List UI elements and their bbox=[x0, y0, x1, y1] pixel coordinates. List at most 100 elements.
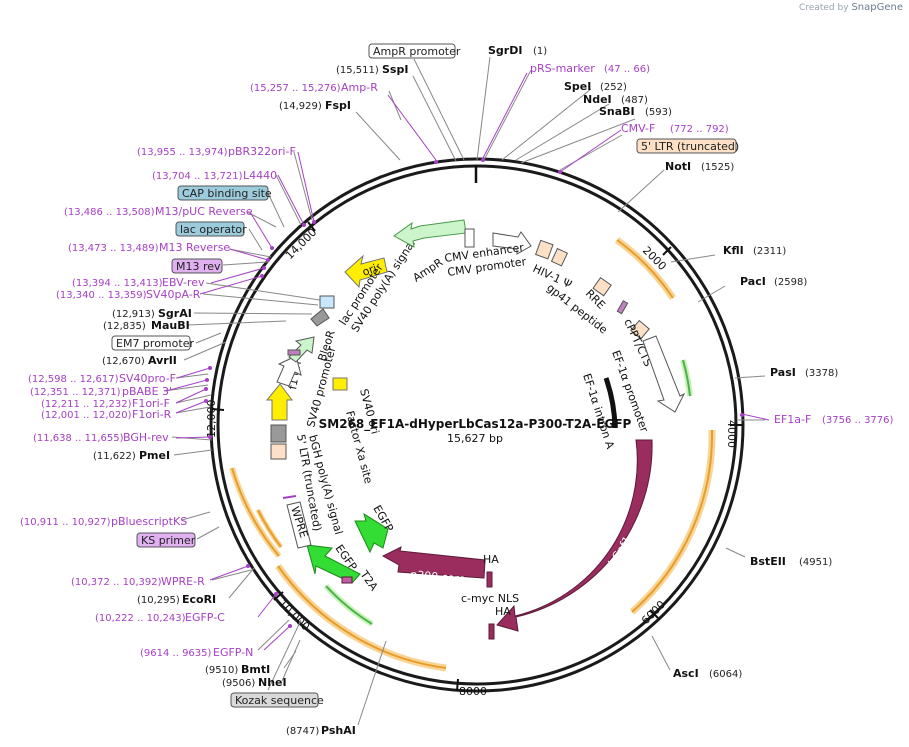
site-noti[interactable]: NotI bbox=[665, 160, 691, 173]
lac-feature[interactable] bbox=[319, 295, 335, 309]
site-pmei[interactable]: PmeI bbox=[139, 449, 170, 462]
site-noti-coord: (1525) bbox=[701, 162, 734, 173]
ori-label: ori bbox=[361, 262, 379, 279]
site-kfli[interactable]: KflI bbox=[723, 244, 744, 257]
primer-egfp-n-coord: (9614 .. 9635) bbox=[140, 648, 212, 659]
ef1a-promoter-feature[interactable] bbox=[642, 335, 686, 413]
plasmid-title: SM268_EF1A-dHyperLbCas12a-P300-T2A-EGFP bbox=[319, 417, 632, 432]
primer-wpre-r-coord: (10,372 .. 10,392) bbox=[71, 577, 162, 588]
primer-ebv-rev[interactable]: EBV-rev bbox=[162, 276, 205, 289]
site-fspi[interactable]: FspI bbox=[325, 99, 351, 112]
egfp-arrow-1[interactable] bbox=[354, 512, 389, 554]
site-avrii[interactable]: AvrII bbox=[148, 354, 177, 367]
kozak-boxlabel: Kozak sequence bbox=[235, 694, 324, 707]
tick-label-8000: 8000 bbox=[459, 685, 487, 698]
ampr-promoter-feature[interactable] bbox=[464, 228, 475, 248]
sv40-promoter-feature[interactable] bbox=[276, 355, 302, 387]
lac-operator-box[interactable] bbox=[175, 221, 245, 237]
m13-rev-box[interactable] bbox=[171, 258, 223, 274]
em7-feature[interactable] bbox=[287, 349, 301, 356]
site-sgrai[interactable]: SgrAI bbox=[158, 307, 192, 320]
p300-feature[interactable] bbox=[381, 546, 486, 579]
ampr-promoter-boxlabel: AmpR promoter bbox=[373, 45, 461, 58]
wpre-feature[interactable] bbox=[286, 501, 312, 549]
site-asci[interactable]: AscI bbox=[673, 667, 699, 680]
cap-site-box[interactable] bbox=[177, 185, 269, 201]
bgh-feature[interactable] bbox=[270, 424, 287, 443]
primer-ampr[interactable]: Amp-R bbox=[341, 81, 378, 94]
ltr-truncated-box[interactable] bbox=[636, 138, 737, 154]
primer-bgh-rev-coord: (11,638 .. 11,655) bbox=[33, 433, 124, 444]
rre-feature[interactable] bbox=[592, 276, 612, 297]
primer-egfp-n[interactable]: EGFP-N bbox=[213, 646, 253, 659]
ampr-promoter-box[interactable] bbox=[368, 43, 456, 59]
ks-primer-box[interactable] bbox=[136, 532, 196, 548]
lbcpf1-feature[interactable] bbox=[496, 439, 653, 632]
primer-pbluescriptks[interactable]: pBluescriptKS bbox=[111, 515, 187, 528]
site-spei[interactable]: SpeI bbox=[564, 80, 591, 93]
bleor-feature[interactable] bbox=[288, 336, 315, 363]
bgh-small-feature[interactable] bbox=[310, 308, 330, 327]
sv40-ori-feature[interactable] bbox=[332, 377, 348, 391]
site-ecori-coord: (10,295) bbox=[137, 595, 180, 606]
primer-f1ori-r[interactable]: F1ori-R bbox=[132, 408, 172, 421]
primer-prs-marker-coord: (47 .. 66) bbox=[604, 64, 650, 75]
site-nhei[interactable]: NheI bbox=[258, 676, 287, 689]
primer-ebv-rev-coord: (13,394 .. 13,413) bbox=[72, 278, 163, 289]
primer-cmv-f[interactable]: CMV-F bbox=[621, 122, 655, 135]
site-bsteii[interactable]: BstEII bbox=[750, 555, 786, 568]
site-kfli-coord: (2311) bbox=[753, 246, 786, 257]
site-paci[interactable]: PacI bbox=[740, 275, 766, 288]
egfp-arrow-2[interactable] bbox=[306, 544, 361, 584]
site-ecori[interactable]: EcoRI bbox=[182, 593, 216, 606]
primer-sv40pro-f[interactable]: SV40pro-F bbox=[119, 372, 176, 385]
site-snabi[interactable]: SnaBI bbox=[599, 105, 635, 118]
ltr5-feature[interactable] bbox=[270, 443, 287, 460]
site-pasi[interactable]: PasI bbox=[770, 366, 796, 379]
primer-pbabe-coord: (12,351 .. 12,371) bbox=[30, 387, 121, 398]
primer-f1ori-r-coord: (12,001 .. 12,020) bbox=[41, 410, 132, 421]
primer-m13-puc[interactable]: M13/pUC Reverse bbox=[155, 205, 253, 218]
primer-bgh-rev[interactable]: BGH-rev bbox=[123, 431, 169, 444]
gp41-feature[interactable] bbox=[616, 300, 629, 315]
ltr-truncated-feature[interactable] bbox=[534, 239, 554, 260]
site-asci-coord: (6064) bbox=[709, 669, 742, 680]
primer-markers bbox=[204, 158, 744, 628]
cmv-enhancer-feature[interactable] bbox=[492, 231, 532, 255]
site-bmti[interactable]: BmtI bbox=[241, 663, 270, 676]
site-pasi-coord: (3378) bbox=[805, 368, 838, 379]
primer-l4440[interactable]: L4440 bbox=[243, 169, 277, 182]
primer-pbabe[interactable]: pBABE 3' bbox=[122, 385, 172, 398]
ef1a-intron-feature[interactable] bbox=[603, 377, 618, 429]
t2a-feature[interactable] bbox=[341, 576, 353, 584]
ha-tag-2[interactable] bbox=[488, 623, 495, 640]
site-maubi[interactable]: MauBI bbox=[151, 319, 190, 332]
primer-sv40pa-r[interactable]: SV40pA-R bbox=[146, 288, 201, 301]
site-sspi[interactable]: SspI bbox=[382, 63, 408, 76]
primer-f1ori-f-coord: (12,211 .. 12,232) bbox=[41, 399, 132, 410]
site-paci-coord: (2598) bbox=[774, 277, 807, 288]
ampr-feature[interactable] bbox=[393, 219, 467, 248]
ha-tag-1[interactable] bbox=[486, 571, 493, 588]
site-spei-coord: (252) bbox=[600, 82, 627, 93]
ks-primer-boxlabel: KS primer bbox=[141, 534, 196, 547]
site-sgrdi[interactable]: SgrDI bbox=[488, 44, 522, 57]
primer-prs-marker[interactable]: pRS-marker bbox=[530, 62, 595, 75]
primer-leader-lines bbox=[165, 72, 770, 651]
cppt-feature[interactable] bbox=[630, 319, 650, 340]
kozak-box[interactable] bbox=[230, 692, 319, 708]
ori-feature[interactable] bbox=[344, 254, 388, 289]
primer-m13-reverse[interactable]: M13 Reverse bbox=[159, 241, 230, 254]
site-sspi-coord: (15,511) bbox=[336, 65, 379, 76]
site-ndei[interactable]: NdeI bbox=[583, 93, 612, 106]
hiv-psi-feature[interactable] bbox=[550, 247, 569, 267]
f1-ori-feature[interactable] bbox=[265, 383, 293, 421]
primer-pbr322[interactable]: pBR322ori-F bbox=[228, 145, 296, 158]
site-pmei-coord: (11,622) bbox=[93, 451, 136, 462]
em7-promoter-box[interactable] bbox=[111, 335, 191, 351]
primer-ef1a-f[interactable]: EF1a-F bbox=[774, 413, 811, 426]
primer-f1ori-f[interactable]: F1ori-F bbox=[132, 397, 170, 410]
primer-egfp-c[interactable]: EGFP-C bbox=[185, 611, 225, 624]
site-pshai[interactable]: PshAI bbox=[321, 724, 356, 737]
primer-wpre-r[interactable]: WPRE-R bbox=[161, 575, 205, 588]
